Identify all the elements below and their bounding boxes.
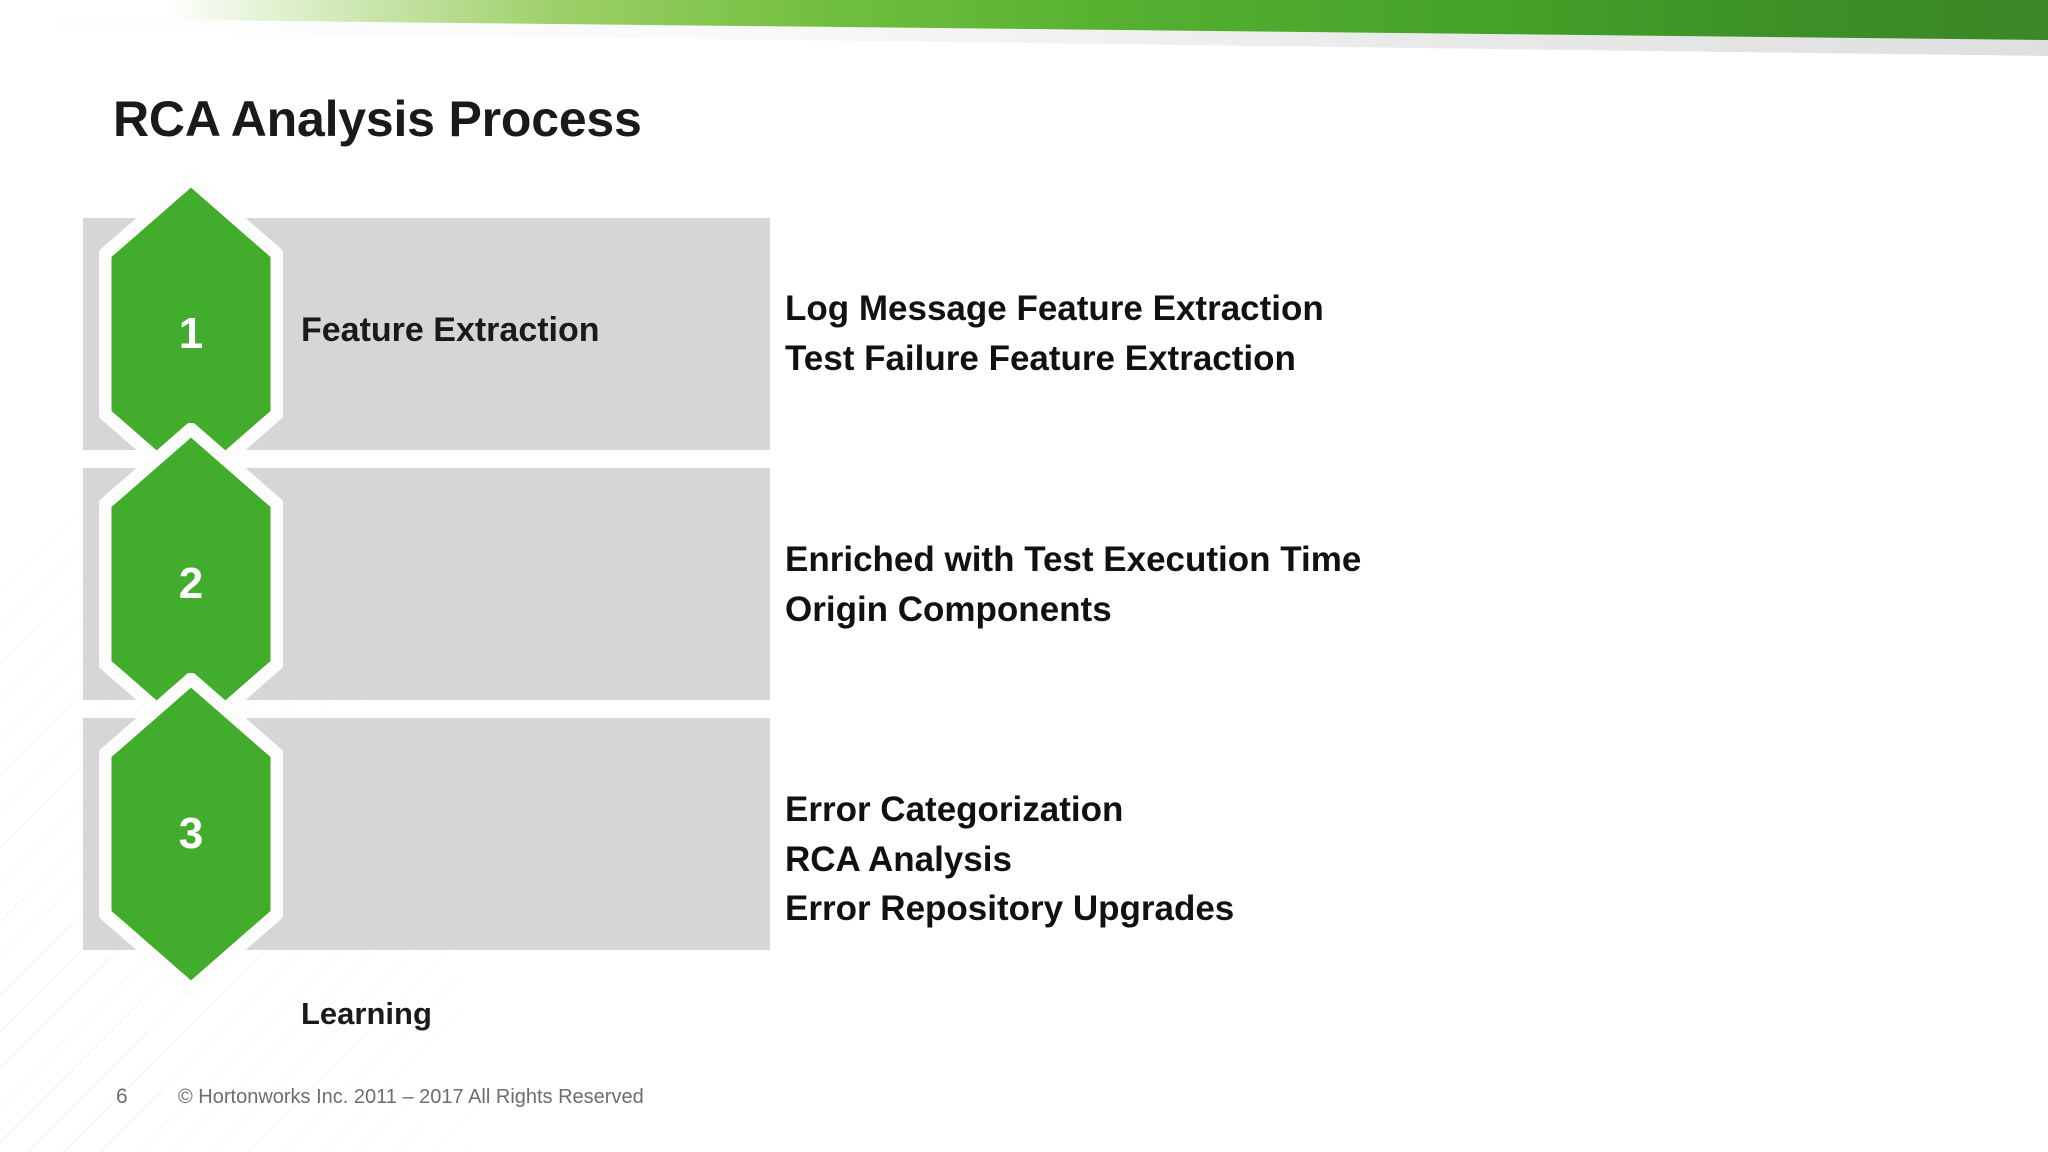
page-title: RCA Analysis Process — [113, 91, 642, 147]
step-detail-item: Error Repository Upgrades — [785, 889, 1235, 929]
step-label: Learning — [301, 996, 432, 1031]
hexagon-icon — [99, 673, 283, 995]
step-details-list: Error Categorization RCA Analysis Error … — [785, 785, 1234, 934]
step-hexagon: 3 — [99, 673, 283, 995]
footer-copyright: © Hortonworks Inc. 2011 – 2017 All Right… — [178, 1086, 644, 1108]
step-detail-item: Enriched with Test Execution Time — [785, 540, 1362, 579]
process-step-row: 3 Learning — [83, 673, 770, 1031]
step-detail-item: Origin Components — [785, 589, 1112, 629]
step-detail-item: Error Categorization — [785, 790, 1124, 829]
footer-page-number: 6 — [116, 1085, 128, 1108]
step-detail-item: RCA Analysis — [785, 839, 1012, 879]
process-step-row: 1 Feature Extraction — [83, 173, 770, 495]
top-green-gradient-band — [0, 0, 2048, 40]
step-detail-item: Test Failure Feature Extraction — [785, 338, 1296, 378]
step-label: Feature Extraction — [301, 311, 600, 349]
step-detail-item: Log Message Feature Extraction — [785, 289, 1324, 328]
step-details-list: Log Message Feature Extraction Test Fail… — [785, 284, 1324, 383]
step-details-list: Enriched with Test Execution Time Origin… — [785, 535, 1361, 634]
process-step-row: 2 Enrichment — [83, 423, 770, 763]
